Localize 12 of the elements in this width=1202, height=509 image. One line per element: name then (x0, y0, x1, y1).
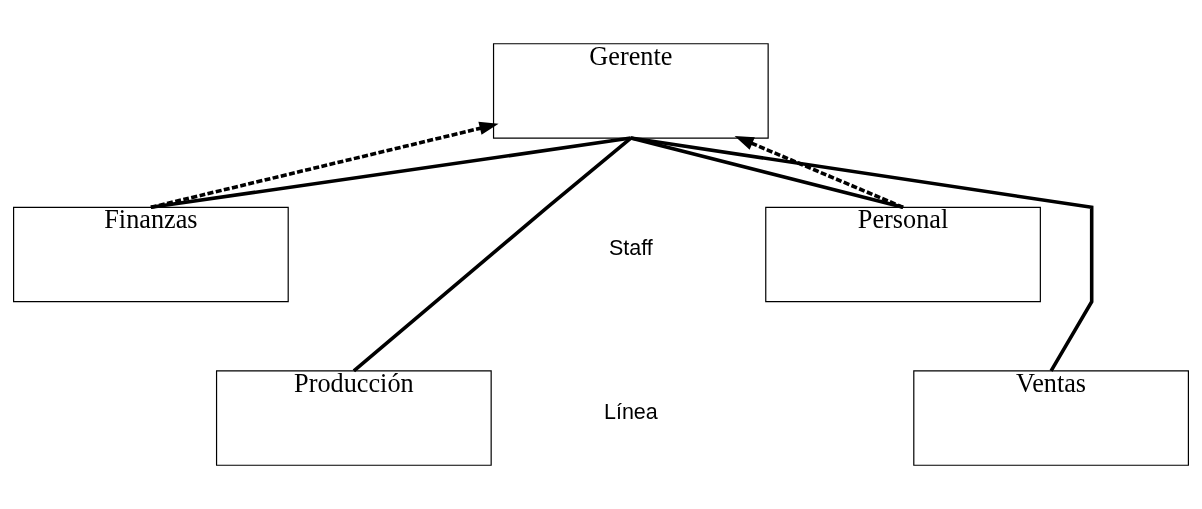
label: Staff (608, 235, 653, 260)
arrow (734, 136, 904, 209)
label: Línea (603, 399, 658, 424)
node-box: Finanzas (13, 206, 289, 303)
connector (630, 136, 904, 210)
arrow (150, 121, 499, 210)
node-box: Ventas (913, 370, 1189, 466)
connector (630, 136, 1094, 372)
node-box: Gerente (492, 43, 769, 139)
connector (352, 136, 632, 373)
node-box: Personal (765, 206, 1041, 303)
node-box: Producción (215, 370, 492, 466)
